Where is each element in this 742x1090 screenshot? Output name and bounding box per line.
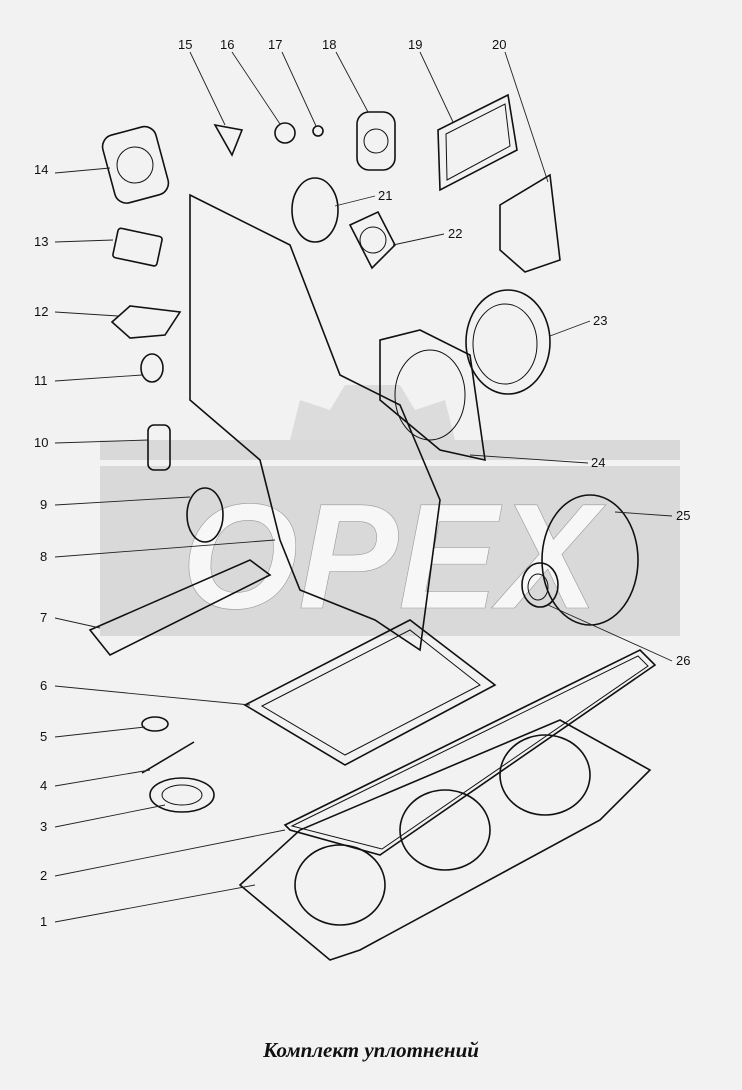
diagram-caption: Комплект уплотнений — [263, 1038, 479, 1062]
part-9-ring — [186, 487, 224, 543]
label-25: 25 — [676, 508, 690, 523]
label-4: 4 — [40, 778, 47, 793]
label-17: 17 — [268, 37, 282, 52]
part-11-ring — [140, 353, 164, 383]
part-5-ring — [141, 716, 169, 732]
label-12: 12 — [34, 304, 48, 319]
part-26-oil-seal — [521, 562, 559, 608]
label-22: 22 — [448, 226, 462, 241]
part-1-head-gasket — [238, 719, 652, 961]
label-26: 26 — [676, 653, 690, 668]
label-11: 11 — [34, 373, 48, 388]
part-16-ring — [274, 122, 296, 144]
part-7-gasket — [88, 559, 272, 657]
label-9: 9 — [40, 497, 47, 512]
part-24-gasket — [379, 329, 486, 462]
part-17-ring — [312, 125, 324, 137]
label-5: 5 — [40, 729, 47, 744]
label-18: 18 — [322, 37, 336, 52]
label-7: 7 — [40, 610, 47, 625]
part-2-cover-gasket — [283, 649, 657, 856]
label-21: 21 — [378, 188, 392, 203]
part-8-timing-cover-gasket — [189, 193, 441, 652]
label-3: 3 — [40, 819, 47, 834]
label-14: 14 — [34, 162, 48, 177]
callout-labels: 1 2 3 4 5 6 7 8 9 10 11 12 13 14 15 16 1… — [34, 37, 690, 929]
label-1: 1 — [40, 914, 47, 929]
svg-text:OPEX: OPEX — [182, 472, 607, 640]
part-22-gasket — [348, 210, 396, 270]
label-13: 13 — [34, 234, 48, 249]
part-21-ring — [291, 177, 339, 243]
part-15-gasket — [213, 123, 244, 157]
label-19: 19 — [408, 37, 422, 52]
label-6: 6 — [40, 678, 47, 693]
part-3-flange-gasket — [149, 777, 215, 813]
part-12-gasket — [110, 305, 182, 339]
part-18-gasket — [356, 111, 396, 171]
part-14-gasket — [101, 125, 170, 204]
part-19-gasket — [437, 93, 518, 192]
part-23-oil-seal — [465, 289, 551, 395]
label-15: 15 — [178, 37, 192, 52]
part-4-seal-strip — [141, 741, 195, 774]
part-25-ring — [541, 494, 639, 626]
label-10: 10 — [34, 435, 48, 450]
part-6-sump-gasket — [243, 619, 497, 766]
label-23: 23 — [593, 313, 607, 328]
part-13-gasket — [112, 227, 163, 267]
label-20: 20 — [492, 37, 506, 52]
opex-watermark-logo: OPEX — [100, 385, 680, 640]
label-2: 2 — [40, 868, 47, 883]
part-10-gasket — [147, 424, 171, 471]
label-8: 8 — [40, 549, 47, 564]
label-16: 16 — [220, 37, 234, 52]
part-20-gasket — [499, 173, 561, 273]
label-24: 24 — [591, 455, 605, 470]
